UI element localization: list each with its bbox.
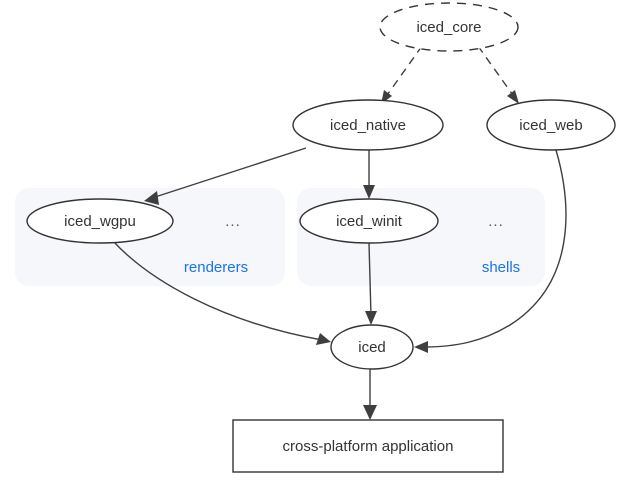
node-iced-web-shape[interactable] (486, 99, 616, 151)
node-iced-core[interactable]: iced_core (379, 2, 519, 52)
node-iced-wgpu-shape[interactable] (26, 198, 174, 244)
node-iced-label: iced (358, 339, 386, 356)
node-iced[interactable]: iced (330, 324, 414, 370)
edge-wgpu-to-iced (112, 240, 331, 345)
edge-web-to-iced-line (422, 149, 567, 348)
edge-winit-to-iced-line (368, 242, 372, 317)
edge-winit-to-iced-arrowhead (365, 311, 377, 325)
edge-core-to-native-line (384, 45, 423, 99)
edge-web-to-iced (414, 149, 567, 353)
node-iced-shape[interactable] (330, 324, 414, 370)
edge-web-to-iced-arrowhead (414, 341, 428, 353)
node-iced-winit[interactable]: iced_winit (299, 198, 439, 244)
node-iced-native[interactable]: iced_native (292, 99, 444, 151)
edge-native-to-winit-arrowhead (363, 185, 375, 199)
cluster-shells-label: shells (482, 259, 520, 276)
node-iced-winit-shape[interactable] (299, 198, 439, 244)
edge-native-to-wgpu (144, 147, 307, 205)
cluster-renderers-label: renderers (184, 259, 248, 276)
edge-core-to-web (477, 45, 519, 104)
node-iced-core-shape[interactable] (379, 2, 519, 52)
edge-wgpu-to-iced-line (112, 240, 323, 341)
node-cross-platform-application-shape[interactable] (232, 419, 504, 473)
renderers-more-icon: ... (225, 213, 241, 230)
node-iced-wgpu-label: iced_wgpu (64, 213, 136, 230)
node-iced-wgpu[interactable]: iced_wgpu (26, 198, 174, 244)
node-iced-winit-label: iced_winit (336, 213, 403, 230)
edge-core-to-web-arrowhead (507, 90, 519, 104)
edge-core-to-native (381, 45, 423, 104)
node-iced-web[interactable]: iced_web (486, 99, 616, 151)
edge-iced-to-app (363, 369, 377, 420)
edge-native-to-wgpu-arrowhead (144, 191, 159, 205)
node-iced-native-label: iced_native (330, 117, 406, 134)
edge-native-to-wgpu-line (151, 147, 307, 199)
edge-wgpu-to-iced-arrowhead (316, 333, 331, 345)
shells-more-icon: ... (488, 213, 504, 230)
node-iced-core-label: iced_core (416, 19, 481, 36)
node-iced-web-label: iced_web (519, 117, 582, 134)
edge-winit-to-iced (365, 242, 377, 325)
node-cross-platform-application-label: cross-platform application (283, 438, 454, 455)
edge-native-to-winit (363, 150, 375, 199)
node-iced-native-shape[interactable] (292, 99, 444, 151)
edge-iced-to-app-arrowhead (363, 405, 377, 420)
edge-core-to-web-line (477, 45, 516, 99)
node-cross-platform-application[interactable]: cross-platform application (232, 419, 504, 473)
